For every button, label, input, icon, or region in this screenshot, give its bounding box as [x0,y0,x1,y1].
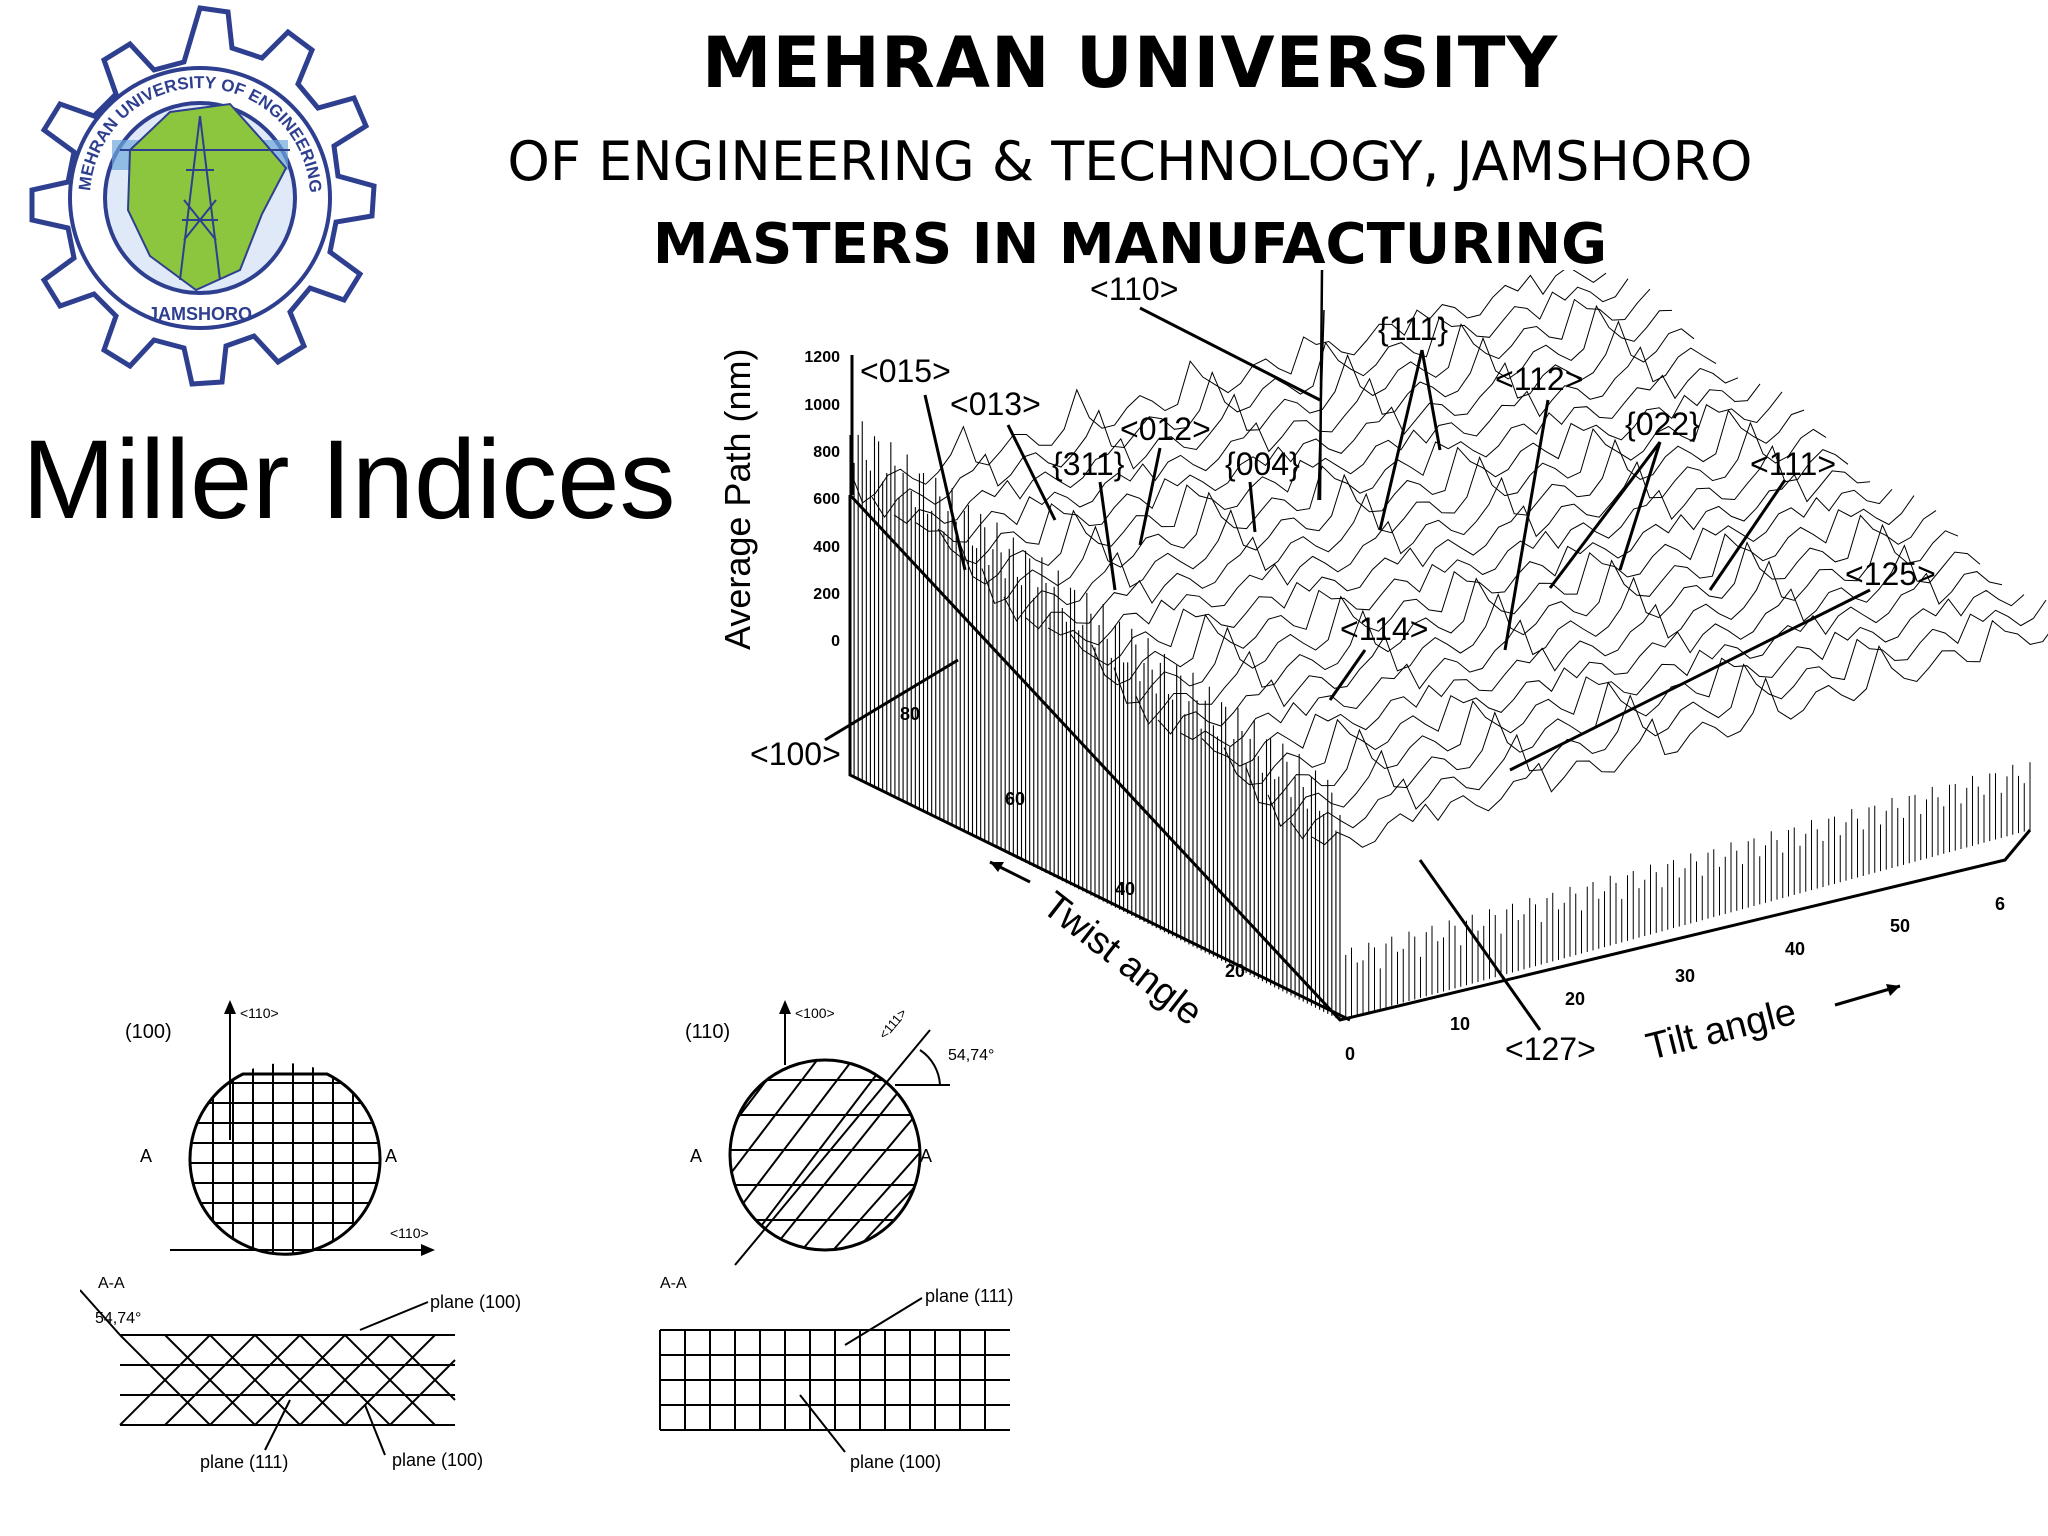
annotation-label: <111> [1750,446,1836,482]
y-tick: 800 [813,444,840,461]
plane-label: plane (100) [430,1292,521,1312]
wafer-110-diagram: (110) <100> <111> 54,74° A A A-A plane (… [659,1000,1013,1472]
y-tick: 1000 [804,397,840,414]
logo-bottom-text: JAMSHORO [148,304,252,324]
annotation-label: <013> [950,386,1041,422]
y-axis-label: Average Path (nm) [717,349,758,650]
arrow-right-icon [421,1244,435,1256]
twist-tick: 80 [900,704,920,724]
tilt-tick: 6 [1995,894,2005,914]
slide-title: Miller Indices [22,417,676,542]
arrow-up-icon [779,1000,791,1014]
annotation-leaders [824,306,1871,1031]
tilt-tick: 0 [1345,1044,1355,1064]
university-name: MEHRAN UNIVERSITY [701,22,1559,104]
annotation-label: {004} [1225,446,1300,482]
angle-label: 54,74° [95,1310,141,1327]
cross-section [659,1329,1010,1431]
plane-label: plane (111) [200,1452,288,1472]
wafer-100-diagram: (100) <110> <110> A A A-A 54,74° plane (… [80,1000,521,1472]
plane-label: plane (111) [925,1286,1013,1306]
y-tick: 400 [813,539,840,556]
y-tick: 1200 [804,349,840,366]
annotation-label: {111} [1378,311,1448,347]
university-subtitle: OF ENGINEERING & TECHNOLOGY, JAMSHORO [507,130,1753,193]
section-marker: A [385,1146,397,1166]
tilt-tick: 30 [1675,966,1695,986]
annotation-label: <100> [750,736,841,772]
surface-plot-figure: 1200 1000 800 600 400 200 0 Average Path… [717,270,2048,1069]
tilt-tick: 50 [1890,916,1910,936]
section-marker: A [140,1146,152,1166]
section-label: A-A [98,1275,125,1292]
arrow-up-icon [224,1000,236,1014]
tilt-tick: 10 [1450,1014,1470,1034]
tilt-tick: 20 [1565,989,1585,1009]
university-logo: MEHRAN UNIVERSITY OF ENGINEERING AND TEC… [0,0,377,387]
annotation-label: <125> [1845,556,1936,592]
twist-tick: 20 [1225,961,1245,981]
orientation-label: (100) [125,1021,172,1043]
y-tick: 200 [813,586,840,603]
direction-label: <110> [240,1005,279,1021]
section-marker: A [920,1146,932,1166]
annotation-label: {311} [1052,446,1125,482]
wafer-outline [728,1058,922,1252]
angle-label: 54,74° [948,1047,994,1064]
wafer-outline [188,1072,382,1256]
tilt-tick: 40 [1785,939,1805,959]
surface-hatching [849,270,2048,1020]
annotation-label: <012> [1120,411,1211,447]
arrow-icon [990,862,1004,872]
arrow-icon [1886,984,1900,996]
plane-label: plane (100) [850,1452,941,1472]
annotation-label: {022} [1625,406,1700,442]
direction-label: <100> [795,1005,835,1021]
annotation-label: <110> [1090,271,1178,307]
wafer-hatch [730,1060,920,1250]
twist-tick: 60 [1005,789,1025,809]
twist-tick: 40 [1115,879,1135,899]
plot-base-outline [848,493,2032,1022]
annotation-label: <112> [1495,361,1583,397]
tilt-axis-label: Tilt angle [1642,991,1800,1069]
y-tick: 0 [831,633,840,650]
section-marker: A [690,1146,702,1166]
orientation-label: (110) [685,1021,730,1043]
annotation-label: <127> [1505,1031,1596,1067]
direction-label: <111> [876,1006,910,1042]
section-label: A-A [660,1275,687,1292]
plane-label: plane (100) [392,1450,483,1470]
program-name: MASTERS IN MANUFACTURING [652,212,1608,277]
y-tick: 600 [813,491,840,508]
annotation-label: <015> [860,353,951,389]
tower-icon [120,115,290,281]
annotation-label: <114> [1340,611,1428,647]
cross-section [80,1289,456,1427]
direction-label: <110> [390,1225,429,1241]
